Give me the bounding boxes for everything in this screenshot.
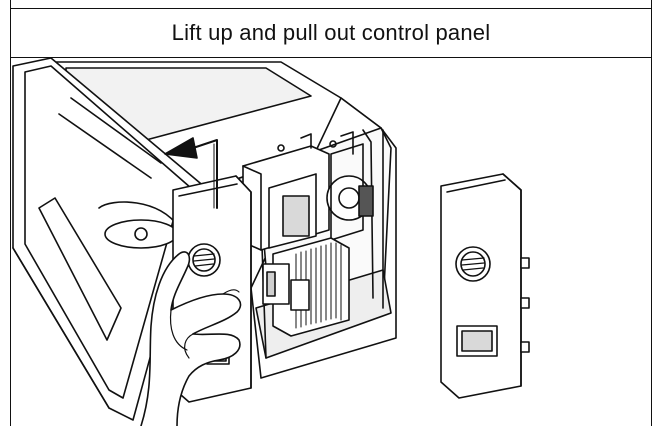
dial-knob-icon <box>187 243 221 277</box>
title-bar: Lift up and pull out control panel <box>10 8 652 58</box>
microwave-illustration <box>11 58 651 426</box>
figure-frame <box>10 0 652 426</box>
lift-arrow-icon <box>164 137 218 209</box>
hand-icon <box>140 251 242 426</box>
internal-components <box>242 131 374 337</box>
figure-title: Lift up and pull out control panel <box>171 20 491 45</box>
control-panel-detached <box>440 173 530 399</box>
dial-knob-icon <box>455 246 491 282</box>
